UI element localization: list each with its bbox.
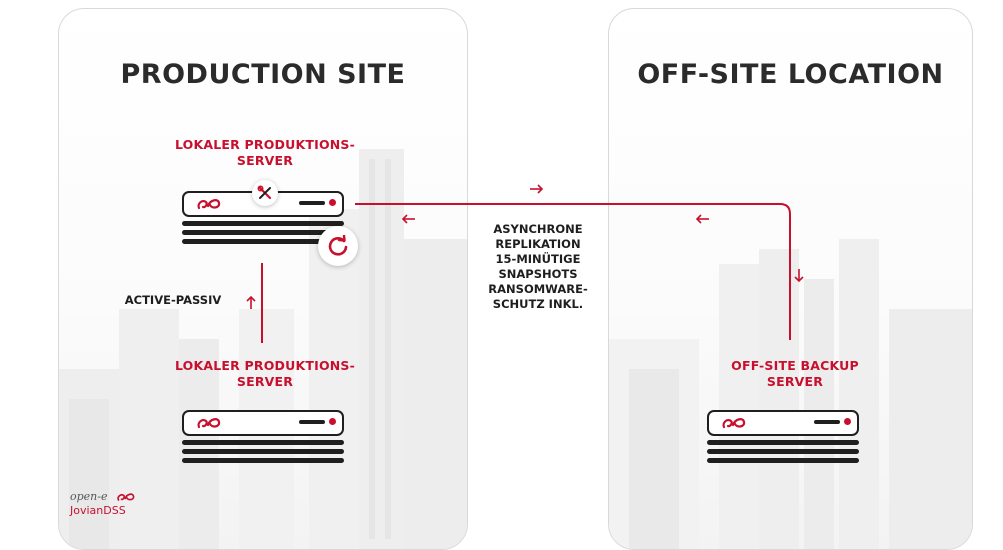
label-line: SERVER — [236, 153, 294, 168]
label-line: 15-MINÜTIGE — [495, 252, 581, 266]
off-site-backup-server — [707, 410, 859, 463]
rack-bar — [707, 449, 859, 454]
tools-badge — [252, 180, 278, 206]
wrench-screwdriver-icon — [257, 185, 272, 200]
brand-dss-text: DSS — [103, 504, 126, 517]
sync-badge — [318, 226, 358, 266]
open-e-logo-icon — [117, 493, 135, 501]
city-skyline-background — [59, 149, 467, 549]
rack-bar — [182, 239, 344, 244]
active-passive-label: ACTIVE-PASSIV — [124, 293, 222, 307]
drive-slot — [299, 420, 325, 424]
refresh-icon — [328, 235, 348, 256]
backup-server-label: OFF-SITE BACKUP SERVER — [700, 358, 890, 390]
secondary-production-server — [182, 410, 344, 463]
rack-bar — [182, 458, 344, 463]
server-front-panel — [707, 410, 859, 436]
brand-open-e-text: open-e — [70, 490, 108, 503]
primary-server-label: LOKALER PRODUKTIONS- SERVER — [150, 137, 380, 169]
replication-description: ASYNCHRONE REPLIKATION 15-MINÜTIGE SNAPS… — [468, 222, 608, 312]
open-e-logo-icon — [197, 199, 221, 210]
rack-bar — [182, 440, 344, 445]
off-site-location-title: OFF-SITE LOCATION — [637, 59, 944, 90]
status-led — [844, 418, 851, 425]
drive-slot — [299, 201, 325, 205]
server-front-panel — [182, 410, 344, 436]
status-led — [329, 199, 336, 206]
label-line: OFF-SITE BACKUP — [731, 358, 859, 373]
label-line: ASYNCHRONE — [493, 222, 583, 236]
drive-slot — [814, 420, 840, 424]
label-line: LOKALER PRODUKTIONS- — [174, 137, 356, 152]
secondary-server-label: LOKALER PRODUKTIONS- SERVER — [150, 358, 380, 390]
open-e-jovian-dss-logo: open-e JovianDSS — [70, 490, 141, 517]
city-skyline-background — [609, 239, 972, 549]
rack-bar — [182, 221, 344, 226]
label-line: LOKALER PRODUKTIONS- — [174, 358, 356, 373]
label-line: REPLIKATION — [495, 237, 581, 251]
rack-bar — [182, 449, 344, 454]
label-line: SERVER — [766, 374, 824, 389]
production-site-panel: PRODUCTION SITE — [58, 8, 468, 550]
brand-jovian-text: Jovian — [70, 504, 104, 517]
open-e-logo-icon — [197, 418, 221, 429]
status-led — [329, 418, 336, 425]
label-line: SNAPSHOTS — [498, 267, 578, 281]
label-line: RANSOMWARE- — [488, 282, 588, 296]
rack-bar — [707, 440, 859, 445]
label-line: SCHUTZ INKL. — [492, 297, 584, 311]
label-line: SERVER — [236, 374, 294, 389]
off-site-location-panel: OFF-SITE LOCATION — [608, 8, 973, 550]
arrow-right-icon — [530, 184, 544, 194]
rack-bar — [182, 230, 344, 235]
production-site-title: PRODUCTION SITE — [120, 59, 406, 90]
open-e-logo-icon — [722, 418, 746, 429]
rack-bar — [707, 458, 859, 463]
